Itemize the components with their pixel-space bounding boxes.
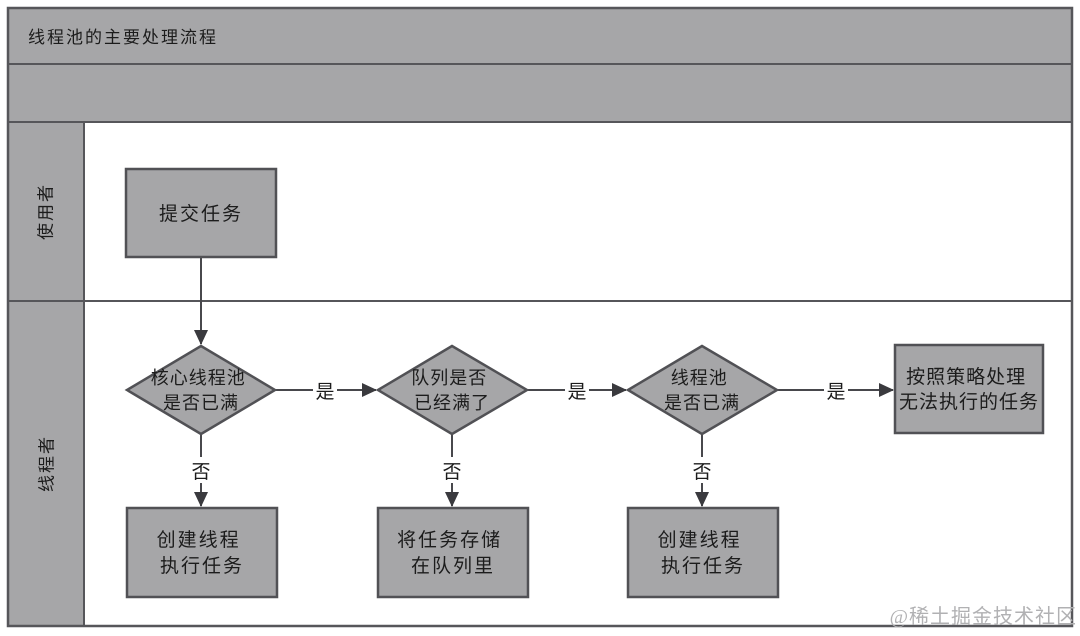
decision-queue-full-text: 队列是否 已经满了 (411, 368, 493, 413)
svg-text:是: 是 (315, 382, 334, 403)
svg-text:否: 否 (191, 462, 210, 483)
diagram-title: 线程池的主要处理流程 (28, 28, 218, 47)
decision-core-pool-full-text: 核心线程池 是否已满 (151, 368, 252, 413)
lane-user-label-text: 使用者 (36, 183, 56, 240)
decision-core-pool-full: 核心线程池 是否已满 (124, 344, 278, 436)
node-create-thread-1-text: 创建线程 执行任务 (157, 529, 248, 577)
decision-pool-full: 线程池 是否已满 (625, 344, 780, 436)
node-reject-policy-text: 按照策略处理 无法执行的任务 (899, 366, 1039, 413)
watermark-text: @稀土掘金技术社区 (890, 605, 1077, 628)
edge-label-no-2: 否 (440, 457, 464, 483)
diagram-subtitle-bar (7, 63, 1073, 123)
edge-label-no-1: 否 (189, 457, 213, 483)
svg-text:否: 否 (442, 462, 461, 483)
decision-pool-full-text: 线程池 是否已满 (664, 368, 740, 413)
diagram-outer-frame (6, 6, 1074, 628)
diagram-title-bar (7, 7, 1073, 65)
svg-text:是: 是 (826, 382, 845, 403)
node-submit-task-text: 提交任务 (159, 203, 243, 225)
node-create-thread-2: 创建线程 执行任务 (626, 506, 780, 599)
lane-thread-label-text: 线程者 (38, 435, 57, 492)
node-create-thread-2-text: 创建线程 执行任务 (658, 529, 749, 577)
node-store-in-queue: 将任务存储 在队列里 (376, 506, 530, 599)
edge-label-yes-2: 是 (565, 377, 589, 403)
edge-label-no-3: 否 (690, 457, 714, 483)
svg-text:是: 是 (567, 382, 586, 403)
node-create-thread-1: 创建线程 执行任务 (125, 506, 279, 599)
lane-user-label (7, 121, 85, 302)
edge-label-yes-3: 是 (824, 377, 848, 403)
node-submit-task: 提交任务 (124, 167, 278, 259)
decision-queue-full: 队列是否 已经满了 (375, 344, 530, 436)
node-store-in-queue-text: 将任务存储 在队列里 (397, 529, 509, 577)
edge-label-yes-1: 是 (313, 377, 337, 403)
node-reject-policy: 按照策略处理 无法执行的任务 (893, 343, 1045, 435)
svg-text:否: 否 (692, 462, 711, 483)
